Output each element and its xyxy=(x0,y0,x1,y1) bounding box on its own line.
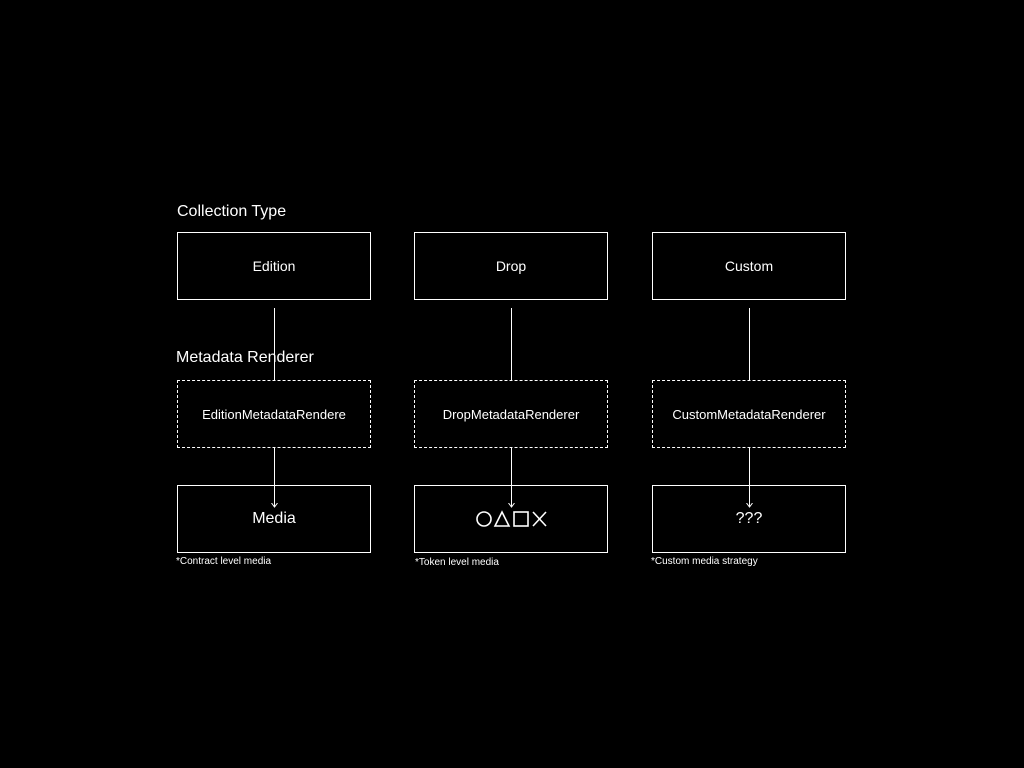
drop-collection-box: Drop xyxy=(414,232,608,300)
edition-renderer-box: EditionMetadataRendere xyxy=(177,380,371,448)
custom-renderer-text: CustomMetadataRenderer xyxy=(672,406,826,422)
drop-renderer-box: DropMetadataRenderer xyxy=(414,380,608,448)
custom-renderer-box: CustomMetadataRenderer xyxy=(652,380,846,448)
custom-collection-text: Custom xyxy=(724,258,774,274)
custom-footnote: *Custom media strategy xyxy=(651,556,758,567)
edition-collection-box: Edition xyxy=(177,232,371,300)
token-shapes-group xyxy=(476,510,547,527)
edition-collection-text: Edition xyxy=(252,258,296,274)
edition-media-text: Media xyxy=(252,510,296,527)
triangle-icon xyxy=(493,510,511,527)
drop-renderer-text: DropMetadataRenderer xyxy=(442,406,580,422)
edition-renderer-text: EditionMetadataRendere xyxy=(202,406,346,422)
square-icon xyxy=(513,511,529,527)
metadata-renderer-label: Metadata Renderer xyxy=(176,349,314,366)
cross-icon xyxy=(532,511,547,527)
drop-collection-text: Drop xyxy=(495,258,527,274)
collection-type-label: Collection Type xyxy=(177,203,287,220)
custom-media-text: ??? xyxy=(735,510,763,527)
edition-media-box: Media xyxy=(177,485,371,553)
custom-collection-box: Custom xyxy=(652,232,846,300)
custom-media-box: ??? xyxy=(652,485,846,553)
edition-footnote: *Contract level media xyxy=(176,556,272,567)
drop-footnote: *Token level media xyxy=(415,557,499,568)
drop-media-box xyxy=(414,485,608,553)
circle-icon xyxy=(476,511,492,527)
